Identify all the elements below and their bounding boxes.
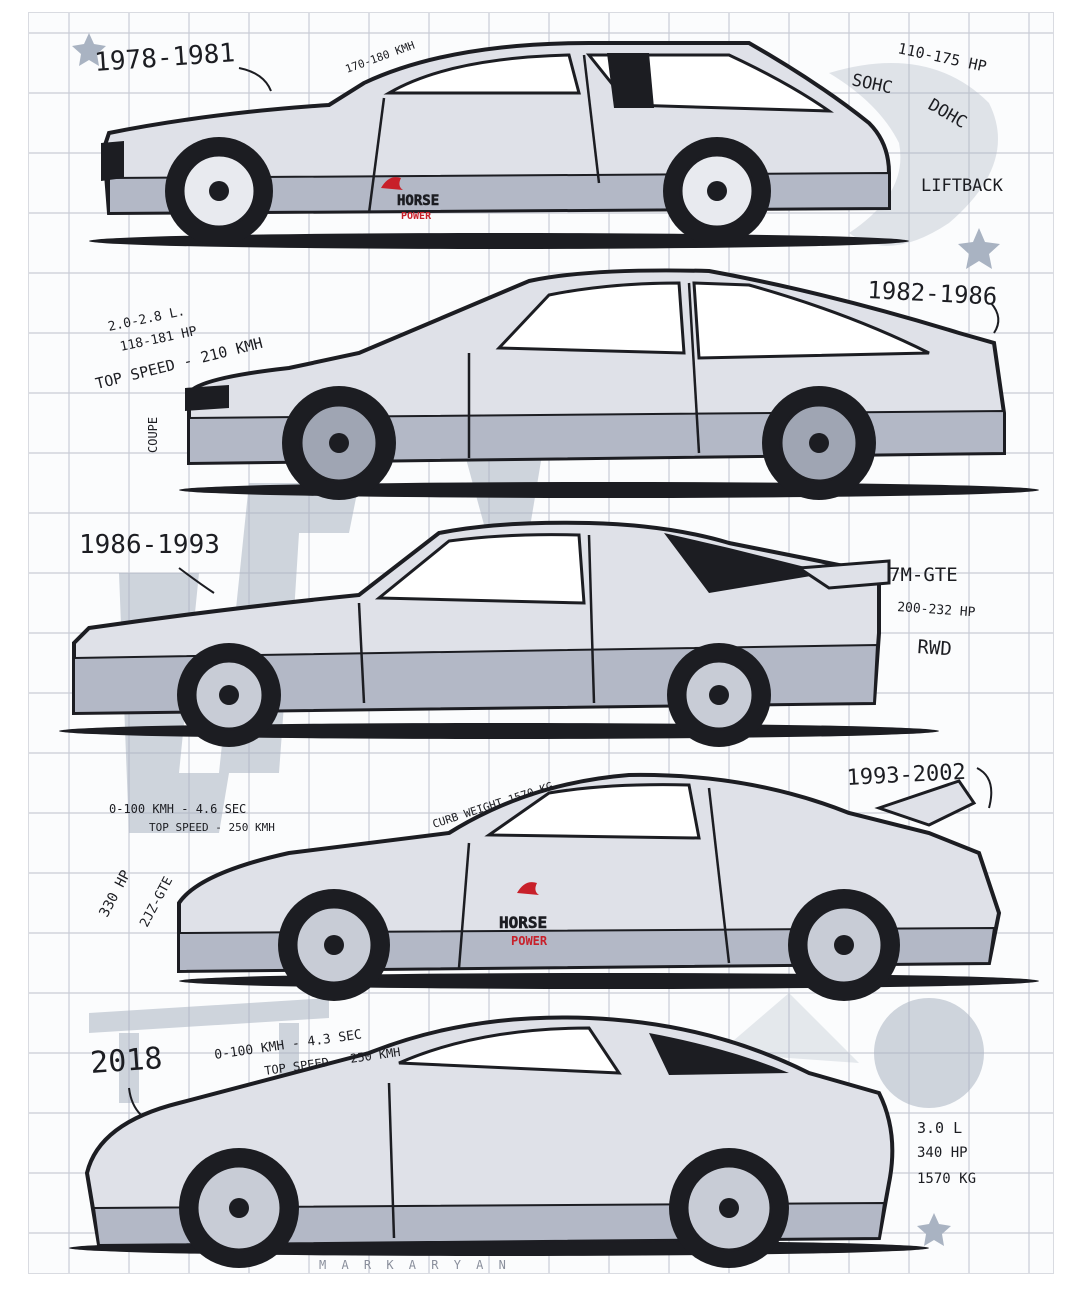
logo-word-2: POWER bbox=[401, 211, 432, 222]
gen-1-years: 1978-1981 bbox=[93, 38, 236, 78]
footer-watermark: M A R K A R Y A N bbox=[319, 1258, 510, 1272]
gen-5-spec-displacement: 3.0 L bbox=[917, 1119, 962, 1137]
gen-5-years: 2018 bbox=[89, 1041, 164, 1081]
gen-3-years: 1986-1993 bbox=[79, 530, 220, 560]
car-gen-5 bbox=[69, 1015, 929, 1268]
arrow-icon bbox=[178, 567, 215, 594]
gen-1-spec-body: LIFTBACK bbox=[921, 176, 1004, 196]
gen-3-spec-hp: 200-232 HP bbox=[897, 600, 976, 620]
car-gen-2 bbox=[179, 268, 1039, 500]
logo-word-1: HORSE bbox=[499, 913, 547, 932]
arrow-icon bbox=[976, 767, 993, 809]
gen-4-spec-engine: 2JZ-GTE bbox=[137, 874, 176, 929]
gen-4-spec-accel: 0-100 KMH - 4.6 SEC bbox=[109, 802, 246, 816]
gen-3-spec-engine: 7M-GTE bbox=[889, 564, 958, 586]
horse-power-logo: HORSE POWER bbox=[381, 177, 439, 222]
arrow-icon bbox=[238, 67, 272, 92]
star-icon bbox=[72, 33, 1000, 1246]
car-gen-4 bbox=[177, 772, 1039, 1001]
car-gen-1 bbox=[89, 41, 909, 249]
gen-5-spec-hp: 340 HP bbox=[917, 1145, 968, 1161]
poster-frame: HORSE POWER HORSE POWER 1978-1981 170-18… bbox=[28, 12, 1054, 1274]
gen-2-spec-body: COUPE bbox=[146, 417, 160, 453]
gen-5-spec-weight: 1570 KG bbox=[917, 1171, 976, 1187]
gen-4-spec-speed: TOP SPEED - 250 KMH bbox=[149, 821, 275, 834]
poster-artwork: HORSE POWER HORSE POWER 1978-1981 170-18… bbox=[29, 13, 1053, 1273]
gen-4-years: 1993-2002 bbox=[846, 760, 966, 791]
gen-2-years: 1982-1986 bbox=[867, 276, 998, 311]
arrow-icon bbox=[128, 1087, 142, 1116]
logo-word-2: POWER bbox=[511, 934, 548, 948]
logo-word-1: HORSE bbox=[397, 193, 439, 209]
gen-3-spec-drive: RWD bbox=[917, 636, 953, 660]
arrow-icon bbox=[990, 302, 1000, 334]
horse-power-logo: HORSE POWER bbox=[499, 882, 548, 948]
car-gen-3 bbox=[59, 520, 939, 747]
